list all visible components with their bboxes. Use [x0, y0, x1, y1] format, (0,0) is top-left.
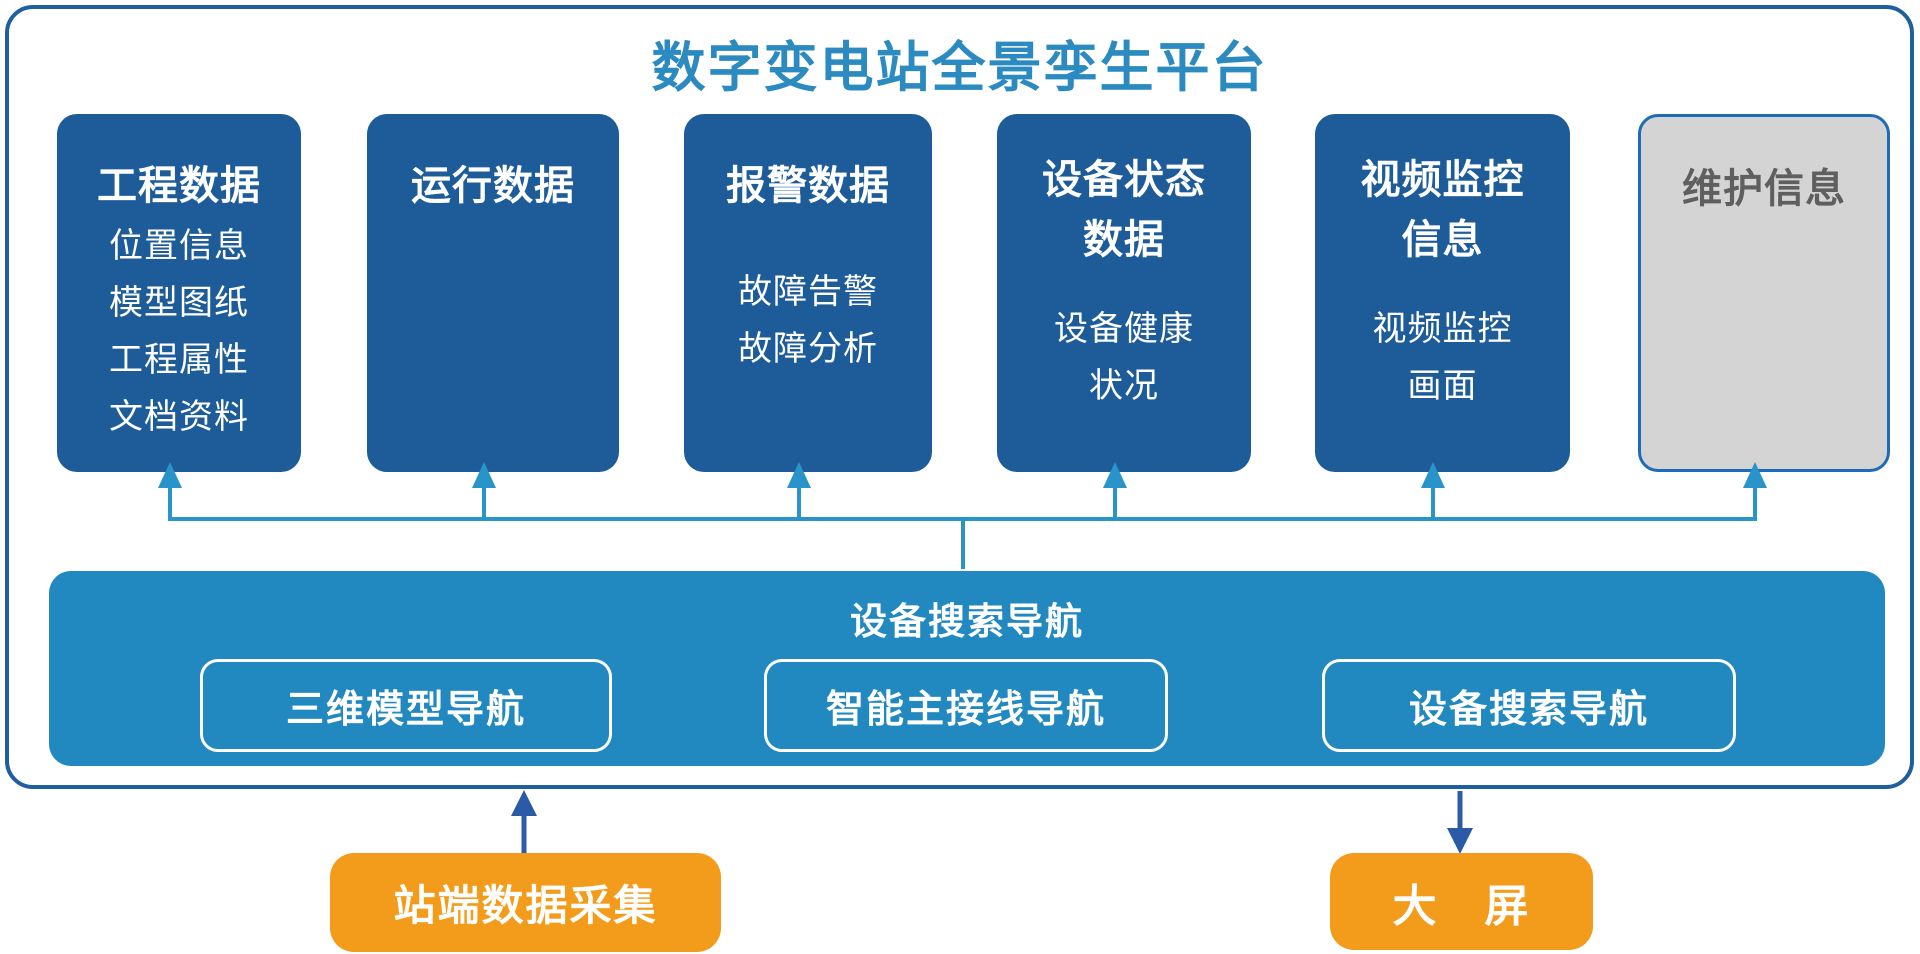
nav-bar: 设备搜索导航 三维模型导航 智能主接线导航 设备搜索导航 [49, 571, 1885, 766]
box-item-list: 位置信息 模型图纸 工程属性 文档资料 [57, 218, 301, 446]
box-title: 维护信息 [1641, 159, 1887, 219]
box-title: 工程数据 [57, 156, 301, 216]
nav-button-3d-model: 三维模型导航 [200, 659, 612, 752]
box-title-line: 信息 [1401, 218, 1484, 262]
box-item-list: 视频监控 画面 [1315, 301, 1570, 415]
box-title: 视频监控 信息 [1315, 150, 1570, 270]
box-title-line: 视频监控 [1360, 158, 1525, 202]
box-title-line: 运行数据 [411, 164, 575, 208]
platform-container: 数字变电站全景孪生平台 工程数据 位置信息 模型图纸 工程属性 文档资料 运行数… [5, 5, 1914, 789]
box-item: 位置信息 [109, 227, 249, 265]
box-item: 故障分析 [738, 330, 878, 368]
box-title-line: 报警数据 [726, 164, 890, 208]
big-screen-box: 大 屏 [1330, 853, 1593, 950]
box-title: 设备状态 数据 [997, 150, 1251, 270]
box-item-list: 设备健康 状况 [997, 301, 1251, 415]
station-data-up-arrow [511, 790, 537, 853]
box-title-line: 设备状态 [1042, 158, 1206, 202]
data-box-engineering: 工程数据 位置信息 模型图纸 工程属性 文档资料 [57, 114, 301, 472]
box-item: 状况 [1089, 367, 1159, 405]
box-item: 模型图纸 [109, 284, 249, 322]
box-title: 报警数据 [684, 156, 932, 216]
box-item: 视频监控 [1372, 310, 1513, 348]
box-title: 运行数据 [367, 156, 619, 216]
box-item-list: 故障告警 故障分析 [684, 264, 932, 378]
nav-bar-title: 设备搜索导航 [850, 601, 1084, 642]
box-title-line: 数据 [1083, 218, 1165, 262]
data-box-operation: 运行数据 [367, 114, 619, 472]
box-title-line: 维护信息 [1682, 167, 1846, 211]
box-item: 故障告警 [738, 273, 878, 311]
box-item: 工程属性 [109, 341, 249, 379]
station-data-collection-box: 站端数据采集 [330, 853, 721, 952]
up-arrowhead [511, 790, 537, 816]
down-arrowhead [1447, 828, 1473, 854]
box-item: 画面 [1407, 367, 1478, 405]
data-box-device-status: 设备状态 数据 设备健康 状况 [997, 114, 1251, 472]
nav-button-device-search: 设备搜索导航 [1322, 659, 1736, 752]
data-box-video-monitor: 视频监控 信息 视频监控 画面 [1315, 114, 1570, 472]
box-title-line: 工程数据 [97, 164, 261, 208]
platform-title: 数字变电站全景孪生平台 [651, 38, 1268, 98]
data-box-maintenance: 维护信息 [1638, 114, 1890, 472]
box-item: 设备健康 [1054, 310, 1194, 348]
data-box-alarm: 报警数据 故障告警 故障分析 [684, 114, 932, 472]
box-item: 文档资料 [109, 398, 249, 436]
big-screen-down-arrow [1447, 791, 1473, 854]
nav-button-main-wiring: 智能主接线导航 [764, 659, 1168, 752]
